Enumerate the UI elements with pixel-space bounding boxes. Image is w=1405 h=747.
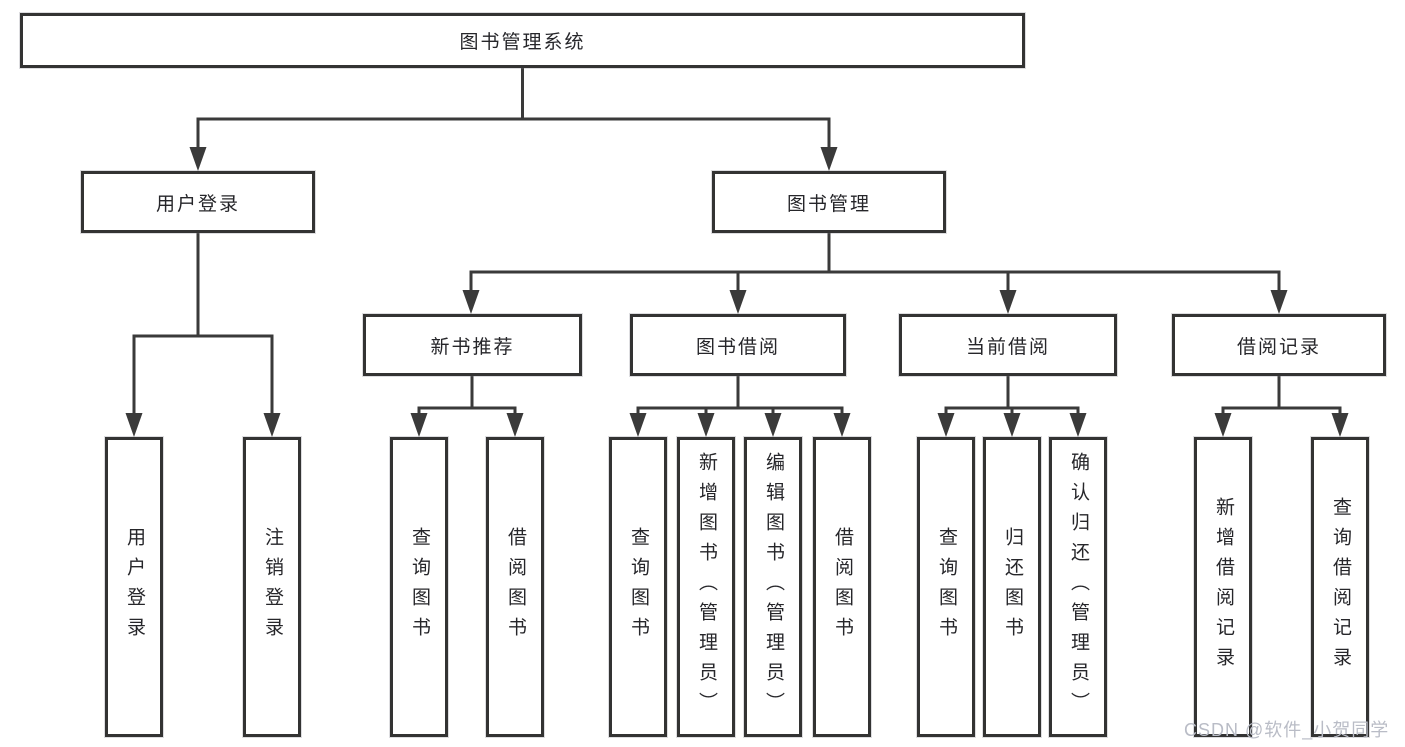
node-cur-return-books: 归还图书 xyxy=(983,437,1041,737)
node-label: 新书推荐 xyxy=(430,336,515,358)
node-logout-login: 注销登录 xyxy=(243,437,301,737)
node-label: 图书管理 xyxy=(786,193,871,215)
arrowhead-icon xyxy=(125,413,143,437)
node-user-login: 用户登录 xyxy=(81,171,315,233)
node-nb-borrow-books: 借阅图书 xyxy=(486,437,544,737)
node-rec-add-borrow-record: 新增借阅记录 xyxy=(1194,437,1252,737)
arrowhead-icon xyxy=(1003,413,1021,437)
node-cur-query-books: 查询图书 xyxy=(917,437,975,737)
node-label: 用户登录 xyxy=(155,193,240,215)
arrowhead-icon xyxy=(1069,413,1087,437)
arrowhead-icon xyxy=(263,413,281,437)
node-label: 当前借阅 xyxy=(965,336,1050,358)
arrowhead-icon xyxy=(1214,413,1232,437)
arrowheads xyxy=(125,147,1349,437)
arrowhead-icon xyxy=(820,147,838,171)
node-book-borrowing: 图书借阅 xyxy=(630,314,846,376)
arrowhead-icon xyxy=(462,290,480,314)
arrowhead-icon xyxy=(506,413,524,437)
node-label: 图书借阅 xyxy=(695,336,780,358)
node-user-login-leaf: 用户登录 xyxy=(105,437,163,737)
arrowhead-icon xyxy=(410,413,428,437)
arrowhead-icon xyxy=(697,413,715,437)
arrowhead-icon xyxy=(999,290,1017,314)
arrowhead-icon xyxy=(937,413,955,437)
node-label: 借阅记录 xyxy=(1236,336,1321,358)
arrowhead-icon xyxy=(1270,290,1288,314)
arrowhead-icon xyxy=(1331,413,1349,437)
node-rec-query-borrow-record: 查询借阅记录 xyxy=(1311,437,1369,737)
arrowhead-icon xyxy=(764,413,782,437)
node-book-management: 图书管理 xyxy=(712,171,946,233)
node-bw-add-book-admin: 新增图书（管理员） xyxy=(677,437,735,737)
arrowhead-icon xyxy=(629,413,647,437)
node-new-book-recommend: 新书推荐 xyxy=(363,314,582,376)
node-borrow-records: 借阅记录 xyxy=(1172,314,1386,376)
csdn-watermark: CSDN @软件_小贺同学 xyxy=(1184,720,1390,740)
arrowhead-icon xyxy=(833,413,851,437)
node-label: 图书管理系统 xyxy=(459,32,586,53)
node-bw-borrow-books: 借阅图书 xyxy=(813,437,871,737)
node-bw-edit-book-admin: 编辑图书（管理员） xyxy=(744,437,802,737)
arrowhead-icon xyxy=(729,290,747,314)
node-cur-confirm-return-admin: 确认归还（管理员） xyxy=(1049,437,1107,737)
node-bw-query-books: 查询图书 xyxy=(609,437,667,737)
node-library-system: 图书管理系统 xyxy=(20,13,1025,68)
node-current-borrowing: 当前借阅 xyxy=(899,314,1117,376)
node-nb-query-books: 查询图书 xyxy=(390,437,448,737)
arrowhead-icon xyxy=(189,147,207,171)
